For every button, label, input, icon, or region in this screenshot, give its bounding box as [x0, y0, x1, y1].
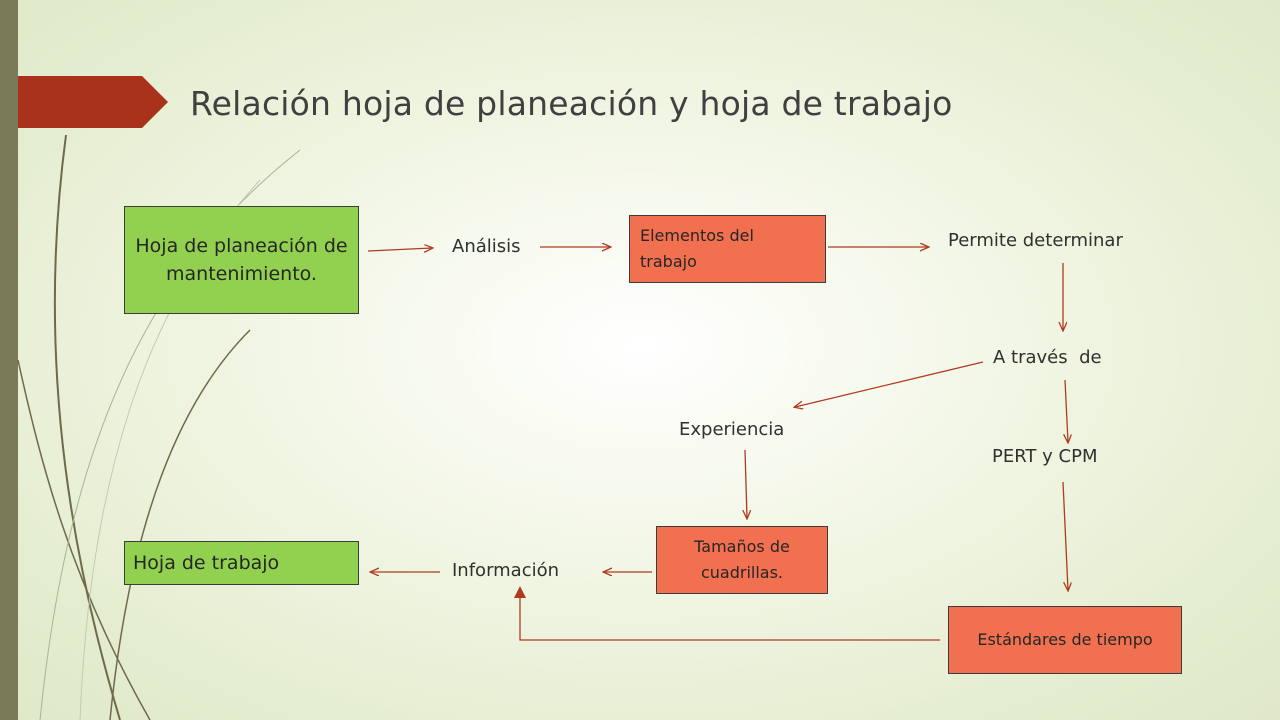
label-analisis: Análisis — [452, 236, 521, 257]
node-tamanos-cuadrillas: Tamaños de cuadrillas. — [656, 526, 828, 594]
node-elementos-trabajo-text: Elementos del trabajo — [640, 226, 754, 271]
node-hoja-trabajo-text: Hoja de trabajo — [133, 552, 280, 574]
label-informacion: Información — [452, 560, 560, 581]
label-a-traves-de: A través de — [993, 347, 1102, 368]
label-pert-cpm: PERT y CPM — [992, 446, 1098, 467]
node-hoja-trabajo: Hoja de trabajo — [124, 541, 359, 585]
slide-title: Relación hoja de planeación y hoja de tr… — [190, 84, 953, 123]
node-estandares-tiempo: Estándares de tiempo — [948, 606, 1182, 674]
node-hoja-planeacion-text: Hoja de planeación de mantenimiento. — [135, 235, 348, 285]
node-hoja-planeacion: Hoja de planeación de mantenimiento. — [124, 206, 359, 314]
label-experiencia: Experiencia — [679, 419, 785, 440]
arrow-experiencia-tamanos — [745, 449, 747, 518]
arrowhead-informacion — [514, 586, 526, 598]
arrow-estandares-informacion — [519, 590, 940, 641]
label-permite-determinar: Permite determinar — [948, 230, 1123, 251]
node-tamanos-cuadrillas-text: Tamaños de cuadrillas. — [694, 537, 790, 582]
arrow-planeacion-analisis — [367, 248, 432, 251]
node-estandares-tiempo-text: Estándares de tiempo — [977, 630, 1153, 649]
arrow-atraves-experiencia — [795, 361, 984, 407]
arrow-pert-estandares — [1062, 481, 1068, 590]
node-elementos-trabajo: Elementos del trabajo — [629, 215, 826, 283]
arrow-atraves-pert — [1065, 379, 1068, 442]
left-accent-bar — [0, 0, 18, 720]
